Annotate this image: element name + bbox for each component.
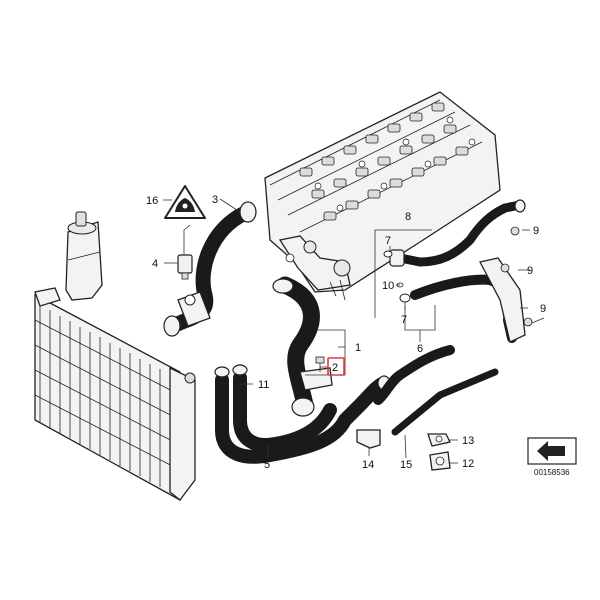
bolt-9 <box>500 226 533 327</box>
front-arrow-icon <box>527 437 577 465</box>
hose-6-heater <box>373 257 526 405</box>
expansion-tank <box>65 211 103 301</box>
leader-lines <box>163 198 545 464</box>
callout-7a: 7 <box>385 235 391 247</box>
callout-3: 3 <box>212 194 218 206</box>
coolant-warning-icon <box>164 185 206 219</box>
callout-9a: 9 <box>533 225 539 237</box>
callout-14: 14 <box>362 459 374 471</box>
hose-1-water-pump <box>272 276 333 417</box>
callout-5: 5 <box>264 459 270 471</box>
hose-15-strap <box>391 368 499 436</box>
callout-10: 10 <box>382 280 394 292</box>
clamp-12 <box>429 451 451 471</box>
callout-2-highlight <box>327 357 345 376</box>
callout-11: 11 <box>258 379 269 391</box>
reference-number: 00158536 <box>534 468 570 477</box>
temperature-sensor <box>177 254 193 280</box>
callout-9b: 9 <box>527 265 533 277</box>
hoses <box>163 199 526 464</box>
callout-labels: 1 2 3 4 5 6 7 7 8 9 9 9 10 11 12 13 14 1… <box>146 194 570 477</box>
small-parts <box>177 226 533 471</box>
clip-14 <box>356 429 381 449</box>
callout-6: 6 <box>417 343 423 355</box>
callout-2: 2 <box>332 362 338 374</box>
callout-9c: 9 <box>540 303 546 315</box>
callout-16: 16 <box>146 195 158 207</box>
callout-4: 4 <box>152 258 158 270</box>
radiator <box>34 287 196 502</box>
callout-12: 12 <box>462 458 474 470</box>
thermostat-housing <box>177 291 211 327</box>
nut-13 <box>427 433 451 447</box>
callout-15: 15 <box>400 459 412 471</box>
engine-cylinder-head <box>264 91 501 301</box>
camshaft-bearings <box>299 102 476 221</box>
callout-8: 8 <box>405 211 411 223</box>
callout-7b: 7 <box>401 314 407 326</box>
callout-13: 13 <box>462 435 474 447</box>
callout-1: 1 <box>355 342 361 354</box>
hose-5-lower <box>214 364 391 464</box>
hose-8-bleed <box>389 199 526 267</box>
bolt-2 <box>315 356 325 372</box>
